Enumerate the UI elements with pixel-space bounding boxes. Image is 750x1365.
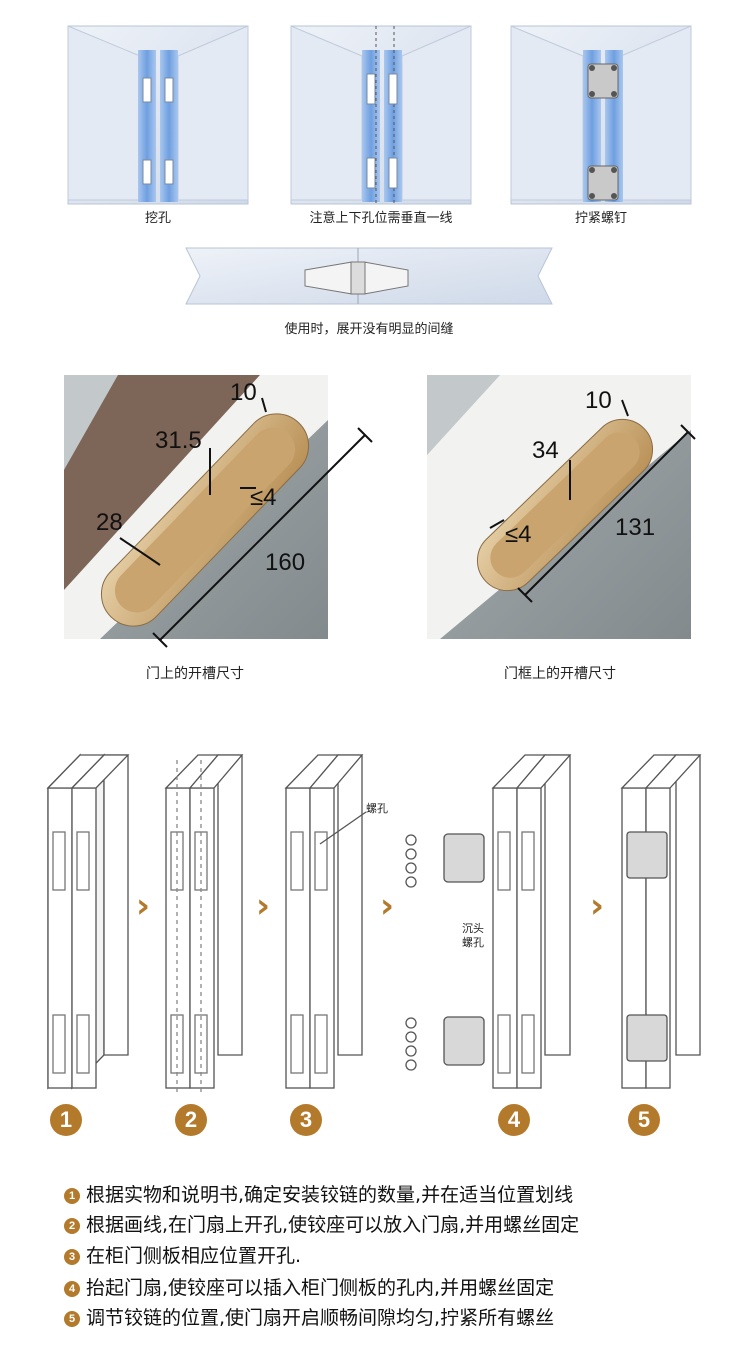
door-dim-gap-label: ≤4 [250, 484, 277, 511]
instruction-step-4: 4 抬起门扇,使铰座可以插入柜门侧板的孔内,并用螺丝固定 [64, 1273, 554, 1300]
frame-slot-photo: 10 34 ≤4 131 [427, 375, 696, 639]
step1-panels [46, 753, 130, 1090]
step2-panels [164, 754, 244, 1095]
caption-door-slot: 门上的开槽尺寸 [146, 666, 244, 682]
caption-frame-slot: 门框上的开槽尺寸 [504, 666, 616, 682]
countersunk-label-line2: 螺孔 [462, 936, 484, 949]
chevron-right-icon: › [256, 886, 271, 926]
slot-diagrams: 10 31.5 ≤4 28 160 10 34 ≤4 131 [64, 375, 696, 648]
chevron-right-icon: › [590, 886, 605, 926]
caption-vertical-alignment: 注意上下孔位需垂直一线 [309, 211, 453, 226]
caption-flat-unfolded: 使用时，展开没有明显的间缝 [284, 322, 454, 337]
step-bullet: 4 [64, 1281, 80, 1297]
door-dim-depth-label: 10 [230, 379, 257, 406]
diagram-flat-unfolded [185, 247, 553, 305]
step-bullet: 3 [64, 1249, 80, 1265]
chevron-right-icon: › [380, 886, 395, 926]
caption-tighten-screws: 拧紧螺钉 [574, 211, 627, 226]
frame-dim-width-label: 34 [532, 437, 559, 464]
diagram-vertical-alignment [290, 25, 472, 205]
door-dim-length-label: 160 [265, 549, 305, 576]
screw-hole-label: 螺孔 [366, 802, 388, 815]
diagram-dig-holes [67, 25, 249, 205]
step-number-4: 4 [498, 1104, 530, 1136]
instruction-step-2: 2 根据画线,在门扇上开孔,使铰座可以放入门扇,并用螺丝固定 [64, 1210, 579, 1237]
step4-panels [405, 754, 572, 1089]
countersunk-label-line1: 沉头 [462, 922, 484, 935]
door-dim-width-label: 31.5 [155, 427, 202, 454]
instruction-text: 调节铰链的位置,使门扇开启顺畅间隙均匀,拧紧所有螺丝 [86, 1307, 555, 1329]
door-slot-photo: 10 31.5 ≤4 28 160 [64, 375, 373, 648]
frame-dim-depth-label: 10 [585, 387, 612, 414]
step-number-2: 2 [175, 1104, 207, 1136]
instruction-step-3: 3 在柜门侧板相应位置开孔. [64, 1241, 301, 1268]
instruction-step-1: 1 根据实物和说明书,确定安装铰链的数量,并在适当位置划线 [64, 1180, 573, 1207]
step-number-5: 5 [628, 1104, 660, 1136]
diagram-tighten-screws [510, 25, 692, 205]
step3-panels [284, 754, 367, 1089]
step-bullet: 1 [64, 1188, 80, 1204]
step-bullet: 2 [64, 1218, 80, 1234]
instruction-step-5: 5 调节铰链的位置,使门扇开启顺畅间隙均匀,拧紧所有螺丝 [64, 1303, 554, 1330]
instruction-text: 抬起门扇,使铰座可以插入柜门侧板的孔内,并用螺丝固定 [86, 1277, 555, 1299]
install-sequence [46, 753, 702, 1095]
instruction-text: 根据画线,在门扇上开孔,使铰座可以放入门扇,并用螺丝固定 [86, 1214, 580, 1236]
instruction-text: 根据实物和说明书,确定安装铰链的数量,并在适当位置划线 [86, 1184, 574, 1206]
top-diagrams [67, 25, 692, 305]
chevron-right-icon: › [136, 886, 151, 926]
door-dim-offset-label: 28 [96, 509, 123, 536]
frame-dim-length-label: 131 [615, 514, 655, 541]
step-number-1: 1 [50, 1104, 82, 1136]
step-number-3: 3 [290, 1104, 322, 1136]
caption-dig-holes: 挖孔 [144, 211, 171, 226]
frame-dim-gap-label: ≤4 [505, 521, 532, 548]
step5-panels [620, 754, 702, 1089]
instruction-text: 在柜门侧板相应位置开孔. [86, 1245, 302, 1267]
step-bullet: 5 [64, 1311, 80, 1327]
